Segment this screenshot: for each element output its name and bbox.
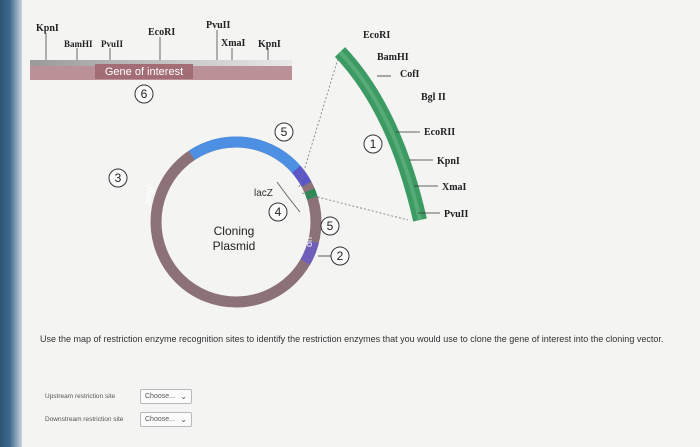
chevron-down-icon: ⌄ (180, 415, 187, 424)
downstream-label: Downstream restriction site (45, 415, 124, 423)
vector-site-xma1: XmaI (442, 182, 467, 193)
callout-1-text: 1 (370, 137, 377, 151)
restriction-map-diagram: Gene of interest KpnI BamHI PvuII EcoRI … (30, 20, 469, 308)
callout-5b-text: 5 (327, 219, 334, 233)
vector-site-bgl2: Bgl II (421, 92, 446, 103)
callout-3 (108, 168, 128, 188)
callout-1 (363, 134, 383, 154)
plasmid-name-line2: Plasmid (213, 239, 256, 253)
lacz-label: lacZ (254, 188, 273, 199)
callout-3-text: 3 (115, 171, 122, 185)
zoom-guide-lines (298, 51, 409, 221)
vector-site-cof1: CofI (400, 69, 420, 80)
vector-site-ticks (377, 75, 440, 214)
gene-bar-line (30, 60, 292, 66)
callout-5b (320, 216, 340, 236)
vector-site-ecor1: EcoRI (363, 30, 390, 41)
question-figure: Gene of interest KpnI BamHI PvuII EcoRI … (22, 0, 700, 320)
upstream-label: Upstream restriction site (45, 392, 116, 400)
upstream-row: Upstream restriction site (45, 388, 115, 404)
downstream-row: Downstream restriction site (45, 411, 123, 427)
vector-site-ecor2: EcoRII (424, 127, 455, 138)
gene-label: Gene of interest (105, 66, 183, 78)
callout-5a-text: 5 (281, 125, 288, 139)
callout-6 (134, 84, 154, 104)
downstream-select[interactable]: Choose... ⌄ (140, 412, 192, 427)
gene-site-ecor1: EcoRI (148, 27, 175, 38)
plasmid-name-line1: Cloning (214, 224, 255, 238)
gene-label-box (95, 64, 193, 79)
gene-site-xma1: XmaI (221, 38, 246, 49)
callout-4 (268, 202, 288, 222)
amp-label: ampᴿ (142, 182, 156, 205)
gene-site-ticks (45, 30, 269, 60)
window-left-edge (0, 0, 22, 447)
vector-site-kpn1: KpnI (437, 156, 460, 167)
callout-5a (274, 122, 294, 142)
lacz-pointer (276, 181, 301, 213)
chevron-down-icon: ⌄ (180, 392, 187, 401)
callout-6-text: 6 (141, 87, 148, 101)
gene-site-pvu2-b: PvuII (206, 20, 231, 31)
gene-site-kpn1: KpnI (36, 23, 59, 34)
gene-site-pvu2-a: PvuII (101, 39, 124, 49)
question-text: Use the map of restriction enzyme recogn… (40, 334, 664, 344)
upstream-select[interactable]: Choose... ⌄ (140, 389, 192, 404)
vector-fragment-highlight (338, 50, 422, 221)
amp-resistance-segment (150, 136, 322, 308)
gene-site-bamh1: BamHI (64, 39, 93, 49)
vector-site-bamh1: BamHI (377, 52, 409, 63)
vector-site-pvu2: PvuII (444, 209, 469, 220)
callout-2-text: 2 (337, 249, 344, 263)
ori-label: ori (304, 237, 314, 247)
downstream-select-value: Choose... (145, 416, 175, 423)
upstream-select-value: Choose... (145, 393, 175, 400)
gene-site-kpn1-b: KpnI (258, 39, 281, 50)
callout-4-text: 4 (275, 205, 282, 219)
